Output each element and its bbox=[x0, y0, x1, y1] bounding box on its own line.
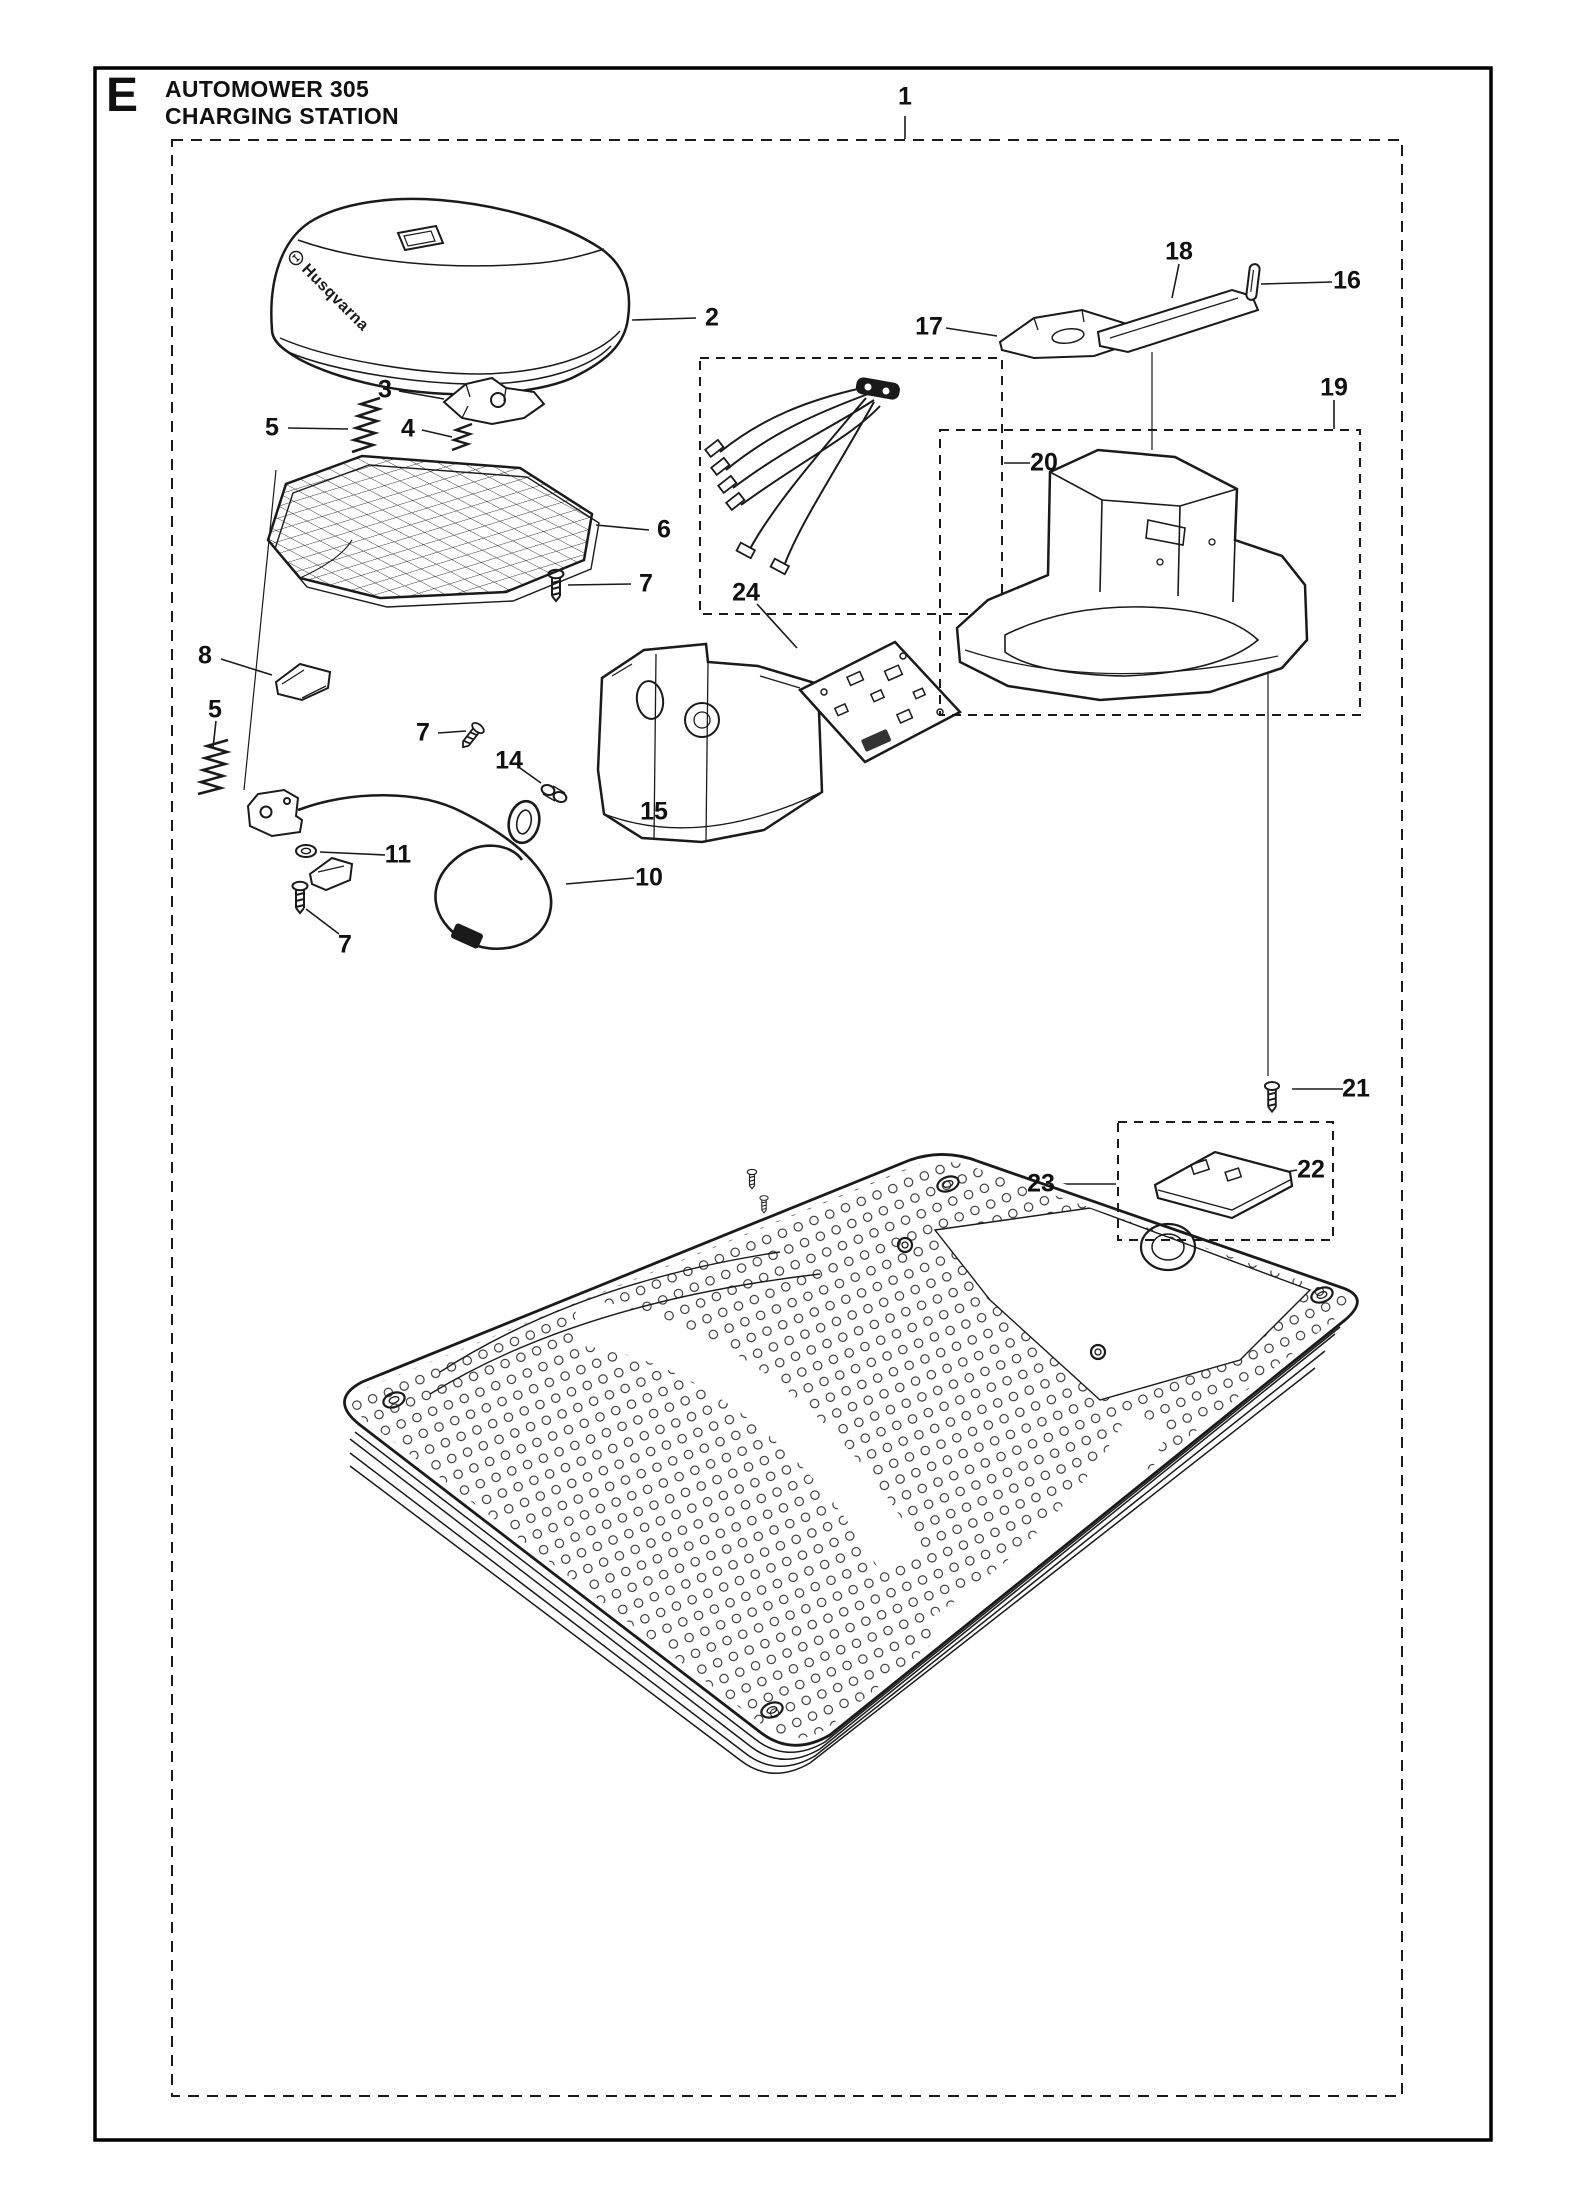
hinge-pin bbox=[1245, 263, 1261, 301]
wire-loop bbox=[297, 793, 553, 950]
callout-24: 24 bbox=[732, 578, 760, 607]
contact-bracket bbox=[246, 788, 304, 838]
callout-21: 21 bbox=[1342, 1074, 1370, 1103]
assembly-boundary-dashed bbox=[171, 139, 1403, 2097]
station-boundary-dashed bbox=[939, 429, 1361, 716]
callout-5-upper: 5 bbox=[265, 413, 279, 442]
callout-5-lower: 5 bbox=[208, 695, 222, 724]
callout-22: 22 bbox=[1297, 1155, 1325, 1184]
outer-border bbox=[93, 66, 1493, 2142]
latch-bracket bbox=[442, 376, 546, 426]
callout-7-a: 7 bbox=[639, 569, 653, 598]
callout-4: 4 bbox=[401, 414, 415, 443]
callout-17: 17 bbox=[915, 312, 943, 341]
page-subtitle: CHARGING STATION bbox=[165, 103, 399, 129]
callout-3: 3 bbox=[378, 375, 392, 404]
callout-7-b: 7 bbox=[416, 718, 430, 747]
compression-spring-lower bbox=[196, 738, 232, 796]
harness-boundary-dashed bbox=[699, 357, 1003, 615]
callout-10: 10 bbox=[635, 863, 663, 892]
circuit-board bbox=[797, 640, 963, 764]
plate-screws-small bbox=[746, 1168, 769, 1214]
callout-20: 20 bbox=[1030, 448, 1058, 477]
inner-housing-wall bbox=[596, 642, 824, 844]
callout-23: 23 bbox=[1027, 1169, 1055, 1198]
cable-harness bbox=[703, 377, 900, 576]
title-block: AUTOMOWER 305 CHARGING STATION bbox=[165, 76, 399, 130]
callout-15: 15 bbox=[640, 797, 668, 826]
callout-19: 19 bbox=[1320, 373, 1348, 402]
grid-tray bbox=[266, 454, 600, 608]
model-title: AUTOMOWER 305 bbox=[165, 76, 370, 102]
spade-terminals bbox=[703, 438, 791, 576]
small-spring bbox=[450, 422, 474, 452]
cover-strip bbox=[1096, 288, 1260, 354]
ramp-contours bbox=[429, 1251, 821, 1395]
assembly-axis-lines bbox=[243, 352, 1269, 1076]
callout-11: 11 bbox=[384, 840, 412, 869]
contact-plate bbox=[274, 662, 332, 702]
callout-14: 14 bbox=[495, 746, 523, 775]
callout-16: 16 bbox=[1333, 266, 1361, 295]
callout-1: 1 bbox=[898, 82, 912, 111]
callout-2: 2 bbox=[705, 303, 719, 332]
base-plate bbox=[337, 1147, 1365, 1775]
edge-contours bbox=[349, 1326, 1341, 1775]
plate-holes bbox=[382, 1175, 1334, 1719]
callout-18: 18 bbox=[1165, 237, 1193, 266]
screw-21 bbox=[1263, 1081, 1281, 1113]
station-tower bbox=[955, 448, 1309, 702]
section-letter: E bbox=[106, 69, 140, 122]
spacer-sleeve bbox=[540, 784, 568, 803]
callout-7-c: 7 bbox=[338, 930, 352, 959]
accessory-boundary-dashed bbox=[1117, 1121, 1334, 1241]
wire-clip bbox=[308, 856, 354, 892]
compression-spring-upper bbox=[349, 396, 384, 454]
screw-7-b bbox=[456, 719, 487, 753]
washer bbox=[295, 844, 317, 858]
callout-6: 6 bbox=[657, 515, 671, 544]
screw-7-c bbox=[291, 880, 309, 914]
callout-8: 8 bbox=[198, 641, 212, 670]
dock-mount-area bbox=[933, 1207, 1312, 1401]
leader-lines bbox=[212, 116, 1343, 1185]
loop-sensor-unit bbox=[1153, 1150, 1294, 1220]
